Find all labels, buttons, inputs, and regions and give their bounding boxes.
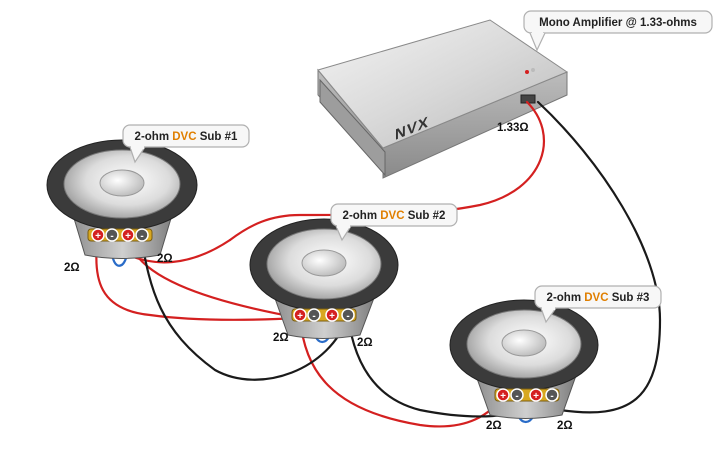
wire-sub1-negative-to-sub2 [139, 234, 350, 381]
subwoofer-1-terminal-1-label: + [95, 231, 101, 242]
subwoofer-2-terminal-3 [325, 308, 339, 322]
wire-sub2-positive-to-sub3 [298, 316, 505, 428]
subwoofer-1-label-suffix: Sub #1 [197, 131, 239, 143]
subwoofer-2-label-accent: DVC [380, 210, 404, 222]
subwoofer-1-coil-right-label: 2Ω [157, 253, 173, 265]
amplifier-callout-label: Mono Amplifier @ 1.33-ohms [539, 17, 697, 29]
subwoofer-1-callout: 2-ohm DVC Sub #1 [122, 124, 250, 164]
subwoofer-1-terminal-2 [105, 228, 119, 242]
subwoofer-1-coil-left-label: 2Ω [64, 262, 80, 274]
subwoofer-3-terminal-3 [529, 388, 543, 402]
subwoofer-3-label-suffix: Sub #3 [609, 292, 650, 304]
amplifier: NVX [317, 19, 569, 179]
subwoofer-2: + - + - 2Ω 2Ω [249, 218, 399, 349]
subwoofer-3-terminal-3-label: + [533, 391, 539, 402]
subwoofer-2-terminal-2 [307, 308, 321, 322]
subwoofer-2-terminal-1-label: + [297, 311, 303, 322]
subwoofer-3-label-accent: DVC [584, 292, 608, 304]
amplifier-power-led [525, 70, 529, 74]
amplifier-impedance-label: 1.33Ω [497, 122, 529, 134]
subwoofer-2-terminal-2-label: - [312, 311, 315, 322]
subwoofer-1-label-prefix: 2-ohm [135, 131, 173, 143]
subwoofer-1-terminal-4 [135, 228, 149, 242]
subwoofer-1: + - + - 2Ω 2Ω [46, 139, 198, 274]
amplifier-callout: Mono Amplifier @ 1.33-ohms [523, 10, 713, 52]
subwoofer-3-callout: 2-ohm DVC Sub #3 [534, 285, 662, 324]
subwoofer-1-terminal-1 [91, 228, 105, 242]
wire-sub1-positive-to-sub2 [95, 234, 302, 321]
svg-text:2-ohm DVC Sub #2: 2-ohm DVC Sub #2 [343, 210, 446, 222]
amplifier-front-panel [319, 78, 386, 177]
subwoofer-3-terminal-1 [496, 388, 510, 402]
subwoofer-3-label-prefix: 2-ohm [547, 292, 585, 304]
amplifier-callout-box [523, 10, 713, 34]
subwoofer-1-dust-cap [99, 169, 145, 197]
subwoofer-2-label-suffix: Sub #2 [405, 210, 446, 222]
subwoofer-2-dust-cap [301, 249, 347, 277]
subwoofer-2-coil-left-label: 2Ω [273, 332, 289, 344]
subwoofer-2-label-prefix: 2-ohm [343, 210, 381, 222]
subwoofer-1-label-accent: DVC [172, 131, 196, 143]
subwoofer-3-terminal-1-label: + [500, 391, 506, 402]
subwoofer-1-terminal-2-label: - [110, 231, 113, 242]
wire-amp-negative [536, 100, 662, 414]
subwoofer-1-terminal-3 [121, 228, 135, 242]
amplifier-body-top [317, 19, 569, 149]
subwoofer-3-coil-right-label: 2Ω [557, 420, 573, 432]
subwoofer-2-callout: 2-ohm DVC Sub #2 [330, 203, 458, 242]
subwoofer-3: + - + - 2Ω 2Ω [449, 299, 599, 432]
subwoofer-2-terminal-4-label: - [346, 311, 349, 322]
subwoofer-3-coil-left-label: 2Ω [486, 420, 502, 432]
subwoofer-3-dust-cap [501, 329, 547, 357]
subwoofer-2-coil-right-label: 2Ω [357, 337, 373, 349]
subwoofer-1-terminal-4-label: - [140, 231, 143, 242]
subwoofer-2-terminal-3-label: + [329, 311, 335, 322]
subwoofer-3-terminal-2 [510, 388, 524, 402]
subwoofer-1-terminal-3-label: + [125, 231, 131, 242]
subwoofer-2-terminal-1 [293, 308, 307, 322]
amplifier-protect-led [531, 68, 535, 72]
svg-text:2-ohm DVC Sub #3: 2-ohm DVC Sub #3 [547, 292, 650, 304]
subwoofer-2-terminal-4 [341, 308, 355, 322]
subwoofer-3-terminal-4-label: - [550, 391, 553, 402]
subwoofer-3-terminal-4 [545, 388, 559, 402]
subwoofer-3-terminal-2-label: - [515, 391, 518, 402]
svg-text:2-ohm DVC Sub #1: 2-ohm DVC Sub #1 [135, 131, 238, 143]
